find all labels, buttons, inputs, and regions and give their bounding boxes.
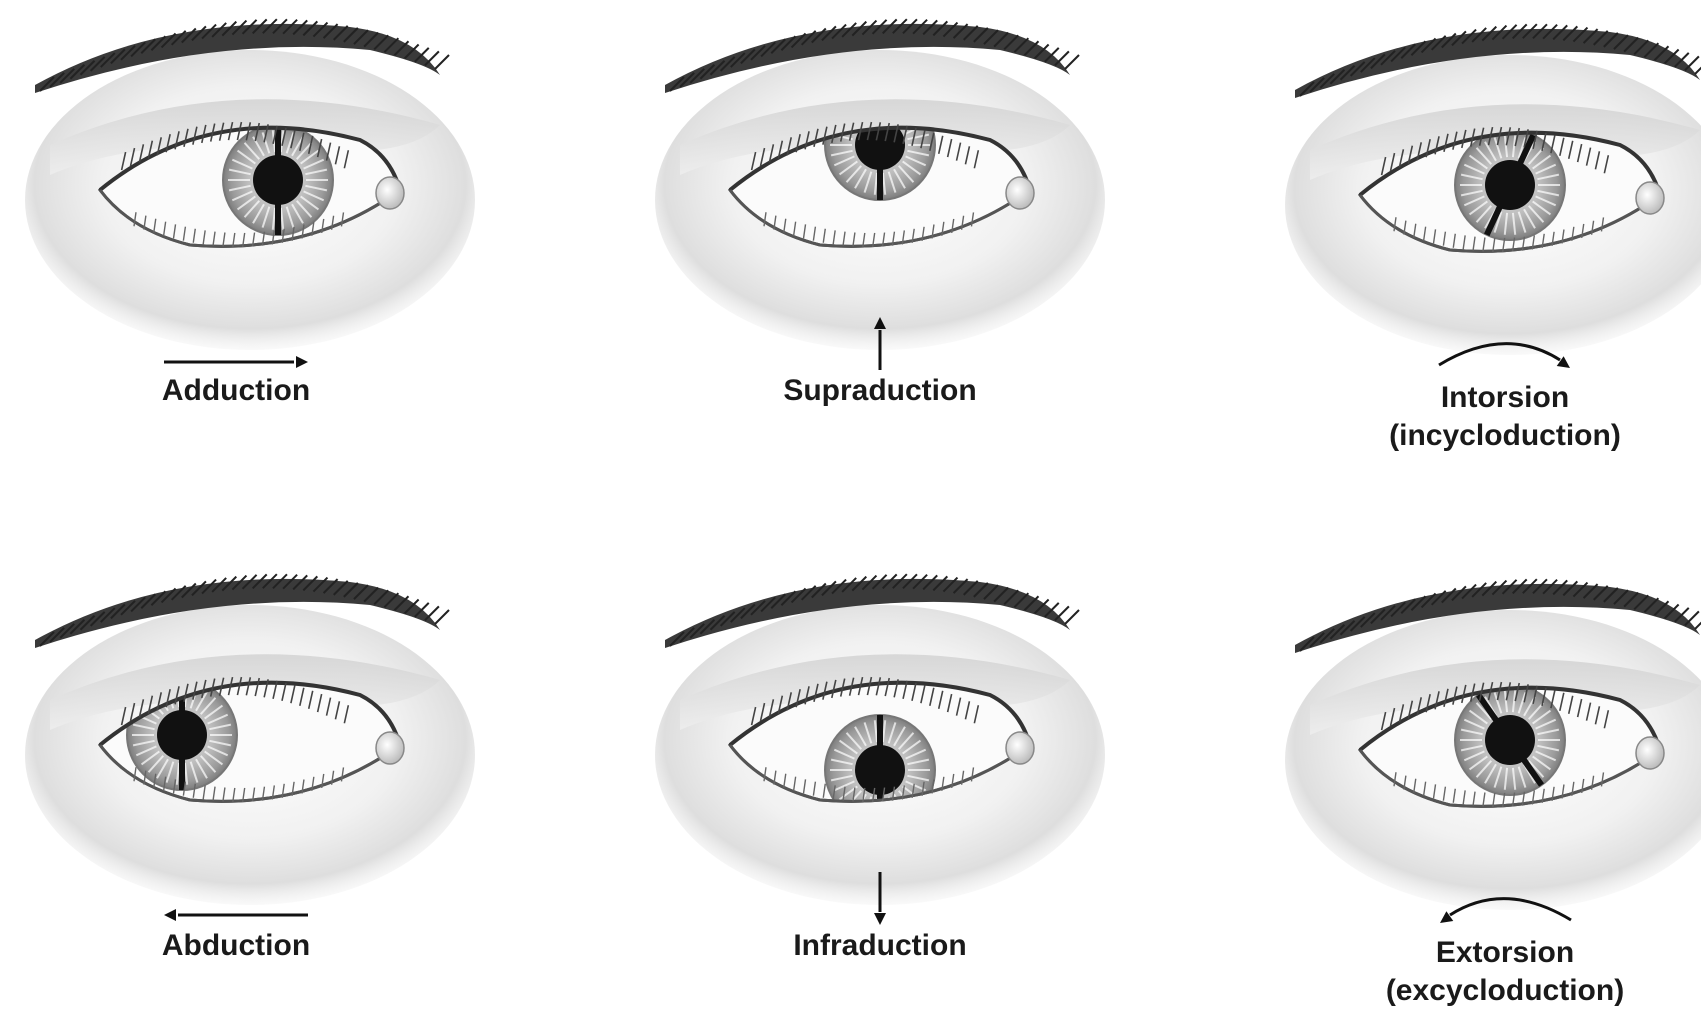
eye-illustration	[655, 574, 1105, 905]
caruncle	[1636, 182, 1664, 214]
panel-adduction: Adduction	[25, 19, 475, 407]
panel-infraduction: Infraduction	[655, 574, 1105, 962]
arrow-left-icon	[164, 909, 308, 921]
movement-label: Extorsion	[1436, 936, 1574, 969]
movement-sublabel: (incycloduction)	[1389, 419, 1621, 452]
panel-abduction: Abduction	[25, 574, 475, 962]
movement-label: Intorsion	[1441, 381, 1569, 414]
caruncle	[1006, 732, 1034, 764]
caruncle	[1006, 177, 1034, 209]
pupil	[1485, 715, 1535, 765]
panel-intorsion: Intorsion (incycloduction)	[1285, 24, 1701, 452]
caruncle	[376, 177, 404, 209]
pupil	[855, 745, 905, 795]
panel-extorsion: Extorsion (excycloduction)	[1285, 579, 1701, 1007]
eye-illustration	[25, 574, 475, 905]
eye-illustration	[1285, 579, 1701, 910]
pupil	[1485, 160, 1535, 210]
movement-label: Abduction	[162, 929, 310, 962]
panel-supraduction: Supraduction	[655, 19, 1105, 407]
caruncle	[1636, 737, 1664, 769]
eye-illustration	[655, 19, 1105, 350]
movement-label: Supraduction	[783, 374, 976, 407]
movement-label: Infraduction	[793, 929, 966, 962]
pupil	[157, 710, 207, 760]
movement-sublabel: (excycloduction)	[1386, 974, 1624, 1007]
arrow-right-icon	[164, 356, 308, 368]
movement-label: Adduction	[162, 374, 310, 407]
eye-illustration	[25, 19, 475, 350]
caruncle	[376, 732, 404, 764]
pupil	[253, 155, 303, 205]
eye-illustration	[1285, 24, 1701, 355]
